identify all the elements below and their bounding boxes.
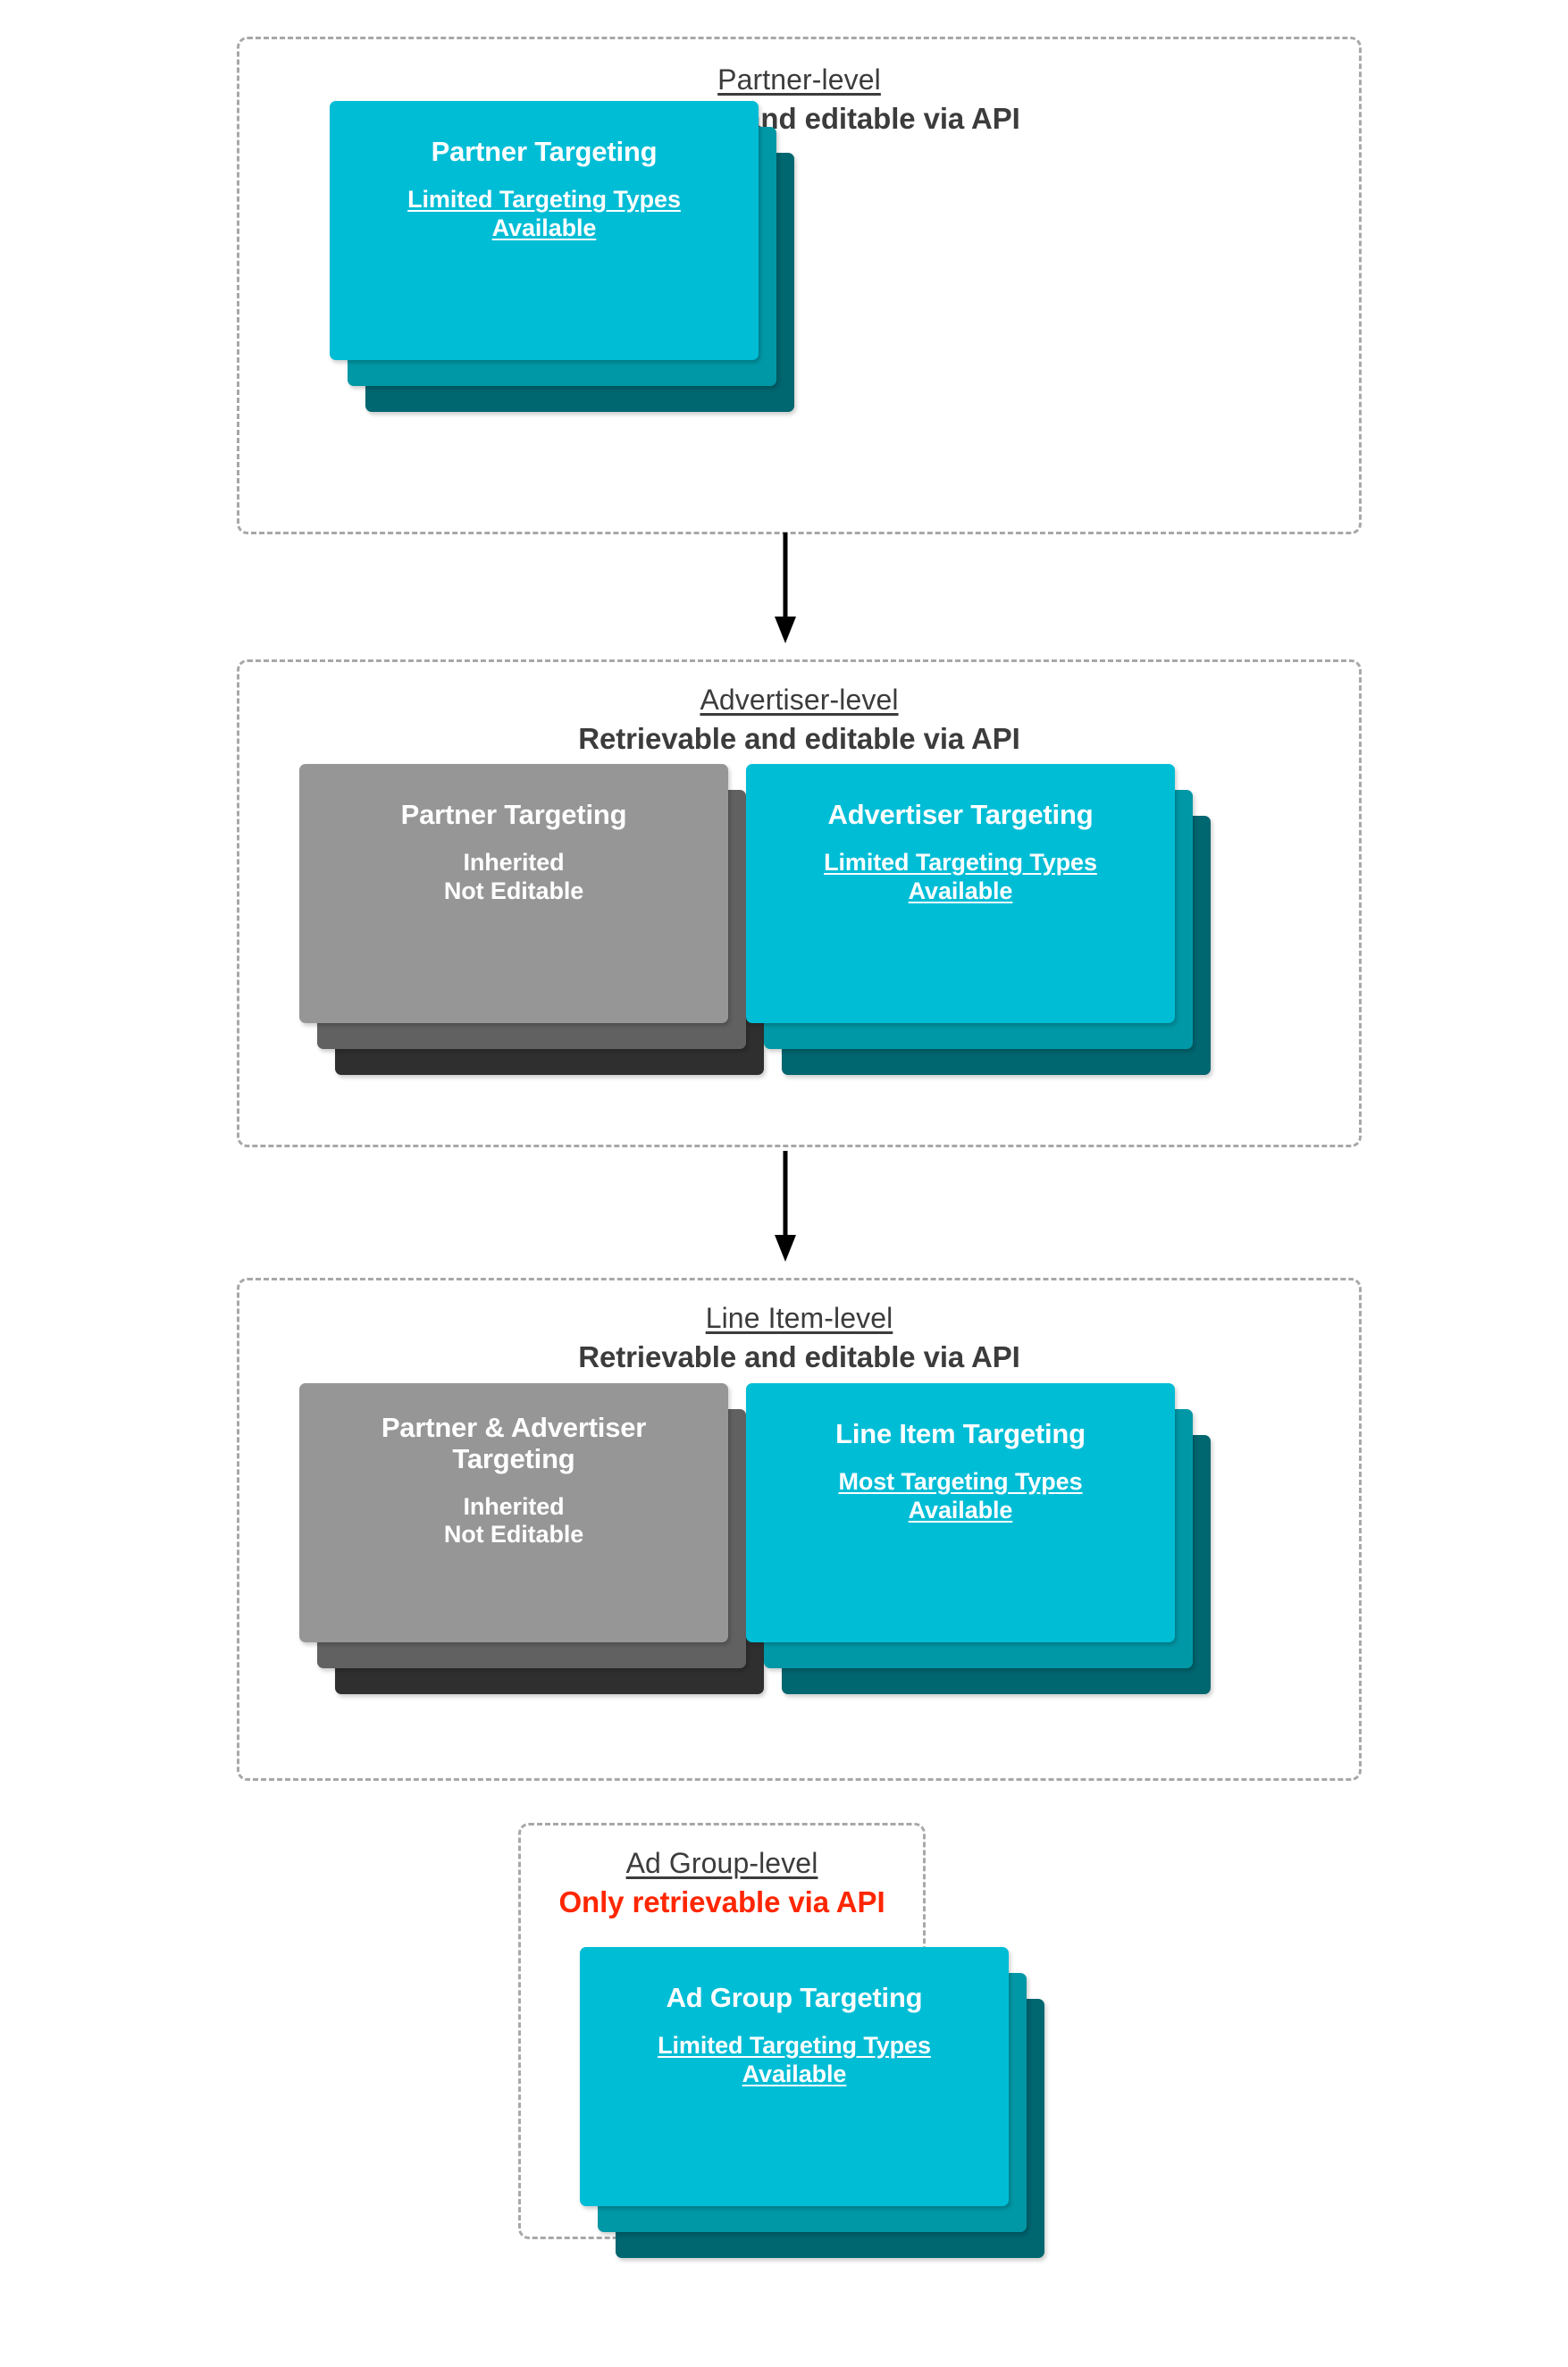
level-title-lineitem: Line Item-level xyxy=(705,1302,893,1334)
card-note-line-2: Available xyxy=(491,214,597,241)
card-title-lineitem-targeting: Line Item Targeting xyxy=(835,1418,1086,1449)
card-stack-partner-targeting[interactable]: Partner Targeting Limited Targeting Type… xyxy=(330,101,794,412)
level-container-lineitem: Line Item-level Retrievable and editable… xyxy=(237,1278,1362,1781)
card-note-line-1: Limited Targeting Types xyxy=(658,2032,931,2060)
card-content-partner-targeting: Partner Targeting Limited Targeting Type… xyxy=(330,101,759,360)
level-title-partner: Partner-level xyxy=(717,63,881,96)
level-subtitle-advertiser: Retrievable and editable via API xyxy=(578,721,1020,755)
card-note-line-1: Most Targeting Types xyxy=(838,1468,1083,1496)
card-note-adgroup-targeting: Limited Targeting Types Available xyxy=(658,2032,931,2088)
level-heading-advertiser: Advertiser-level Retrievable and editabl… xyxy=(239,684,1359,757)
card-layer-front xyxy=(580,1947,1009,2206)
card-content-advertiser-inherited-partner: Partner Targeting Inherited Not Editable xyxy=(299,764,728,1023)
card-stack-lineitem-inherited-partner-advertiser[interactable]: Partner & Advertiser Targeting Inherited… xyxy=(299,1383,764,1694)
flow-arrow-partner-to-advertiser xyxy=(772,533,799,643)
level-container-advertiser: Advertiser-level Retrievable and editabl… xyxy=(237,659,1362,1147)
card-content-adgroup-targeting: Ad Group Targeting Limited Targeting Typ… xyxy=(580,1947,1009,2206)
card-content-lineitem-inherited: Partner & Advertiser Targeting Inherited… xyxy=(299,1383,728,1642)
card-note-line-2: Available xyxy=(908,877,1013,904)
card-note-advertiser-inherited-partner: Inherited Not Editable xyxy=(444,849,583,905)
card-note-lineitem-targeting: Most Targeting Types Available xyxy=(838,1468,1082,1524)
level-subtitle-lineitem: Retrievable and editable via API xyxy=(578,1339,1020,1373)
level-heading-lineitem: Line Item-level Retrievable and editable… xyxy=(239,1302,1359,1375)
card-layer-front xyxy=(746,764,1175,1023)
card-content-advertiser-targeting: Advertiser Targeting Limited Targeting T… xyxy=(746,764,1175,1023)
card-note-advertiser-targeting: Limited Targeting Types Available xyxy=(824,849,1097,905)
card-note-line-1: Limited Targeting Types xyxy=(407,186,681,214)
card-note-lineitem-inherited: Inherited Not Editable xyxy=(444,1493,583,1549)
card-title-advertiser-inherited-partner: Partner Targeting xyxy=(400,799,627,830)
card-note-partner-targeting: Limited Targeting Types Available xyxy=(407,186,681,242)
card-title-line-2: Targeting xyxy=(452,1443,575,1475)
card-title-lineitem-inherited: Partner & Advertiser Targeting xyxy=(381,1412,647,1475)
level-title-adgroup: Ad Group-level xyxy=(625,1847,818,1879)
card-layer-front xyxy=(330,101,759,360)
card-stack-adgroup-targeting[interactable]: Ad Group Targeting Limited Targeting Typ… xyxy=(580,1947,1044,2258)
card-content-lineitem-targeting: Line Item Targeting Most Targeting Types… xyxy=(746,1383,1175,1642)
level-title-advertiser: Advertiser-level xyxy=(700,684,899,716)
card-title-partner-targeting: Partner Targeting xyxy=(431,136,658,167)
card-note-line-2: Not Editable xyxy=(443,877,584,904)
card-note-line-1: Limited Targeting Types xyxy=(824,849,1097,877)
card-stack-advertiser-targeting[interactable]: Advertiser Targeting Limited Targeting T… xyxy=(746,764,1211,1075)
card-note-line-2: Available xyxy=(742,2060,847,2087)
card-layer-front xyxy=(299,764,728,1023)
card-note-line-2: Not Editable xyxy=(443,1521,584,1549)
level-heading-adgroup: Ad Group-level Only retrievable via API xyxy=(521,1847,923,1920)
flow-arrow-advertiser-to-lineitem xyxy=(772,1151,799,1262)
level-subtitle-adgroup: Only retrievable via API xyxy=(558,1884,885,1918)
card-note-line-1: Inherited xyxy=(463,849,565,877)
card-note-line-2: Available xyxy=(908,1496,1013,1523)
card-stack-lineitem-targeting[interactable]: Line Item Targeting Most Targeting Types… xyxy=(746,1383,1211,1694)
card-title-line-1: Partner & Advertiser xyxy=(381,1412,647,1443)
card-layer-front xyxy=(746,1383,1175,1642)
card-title-advertiser-targeting: Advertiser Targeting xyxy=(827,799,1094,830)
card-note-line-1: Inherited xyxy=(463,1492,565,1520)
card-stack-advertiser-inherited-partner[interactable]: Partner Targeting Inherited Not Editable xyxy=(299,764,764,1075)
card-layer-front xyxy=(299,1383,728,1642)
card-title-adgroup-targeting: Ad Group Targeting xyxy=(666,1982,923,2013)
level-container-adgroup: Ad Group-level Only retrievable via API … xyxy=(518,1823,1044,2258)
